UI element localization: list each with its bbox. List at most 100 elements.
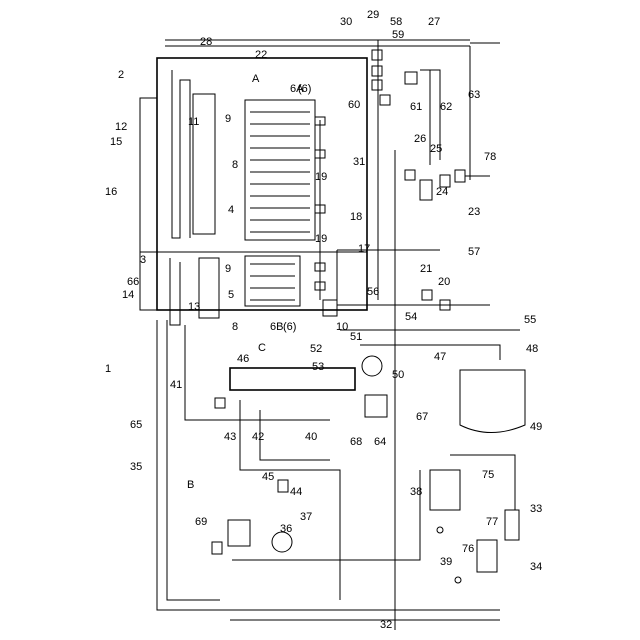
component-64 [365,395,387,417]
manifold-77 [430,470,460,510]
label-32: 32 [380,619,392,631]
label-61: 61 [410,101,422,113]
label-34: 34 [530,561,542,573]
label-54: 54 [405,311,417,323]
label-47: 47 [434,351,446,363]
label-19: 19 [315,171,327,183]
pipes-54-55 [340,330,520,360]
label-77: 77 [486,516,498,528]
label-43: 43 [224,431,236,443]
pipe-38 [232,470,420,560]
component-61 [405,72,417,84]
label-36: 36 [280,523,292,535]
pipe-42 [260,410,330,460]
label-44: 44 [290,486,302,498]
label-6-top: (6) [298,83,311,95]
label-9b: 9 [225,263,231,275]
label-58: 58 [390,16,402,28]
valve-69 [212,542,222,554]
label-49: 49 [530,421,542,433]
tank-49 [460,370,525,433]
label-59: 59 [392,29,404,41]
valve-58 [372,66,382,76]
label-2: 2 [118,69,124,81]
valve-60 [380,95,390,105]
label-24: 24 [436,186,448,198]
label-6B: 6B [270,321,283,333]
pump-36 [272,532,292,552]
label-18: 18 [350,211,362,223]
node-39 [437,527,443,533]
heat-exchanger-11 [193,94,215,234]
label-45: 45 [262,471,274,483]
label-19b: 19 [315,233,327,245]
label-3: 3 [140,254,146,266]
valve-59 [372,80,382,90]
label-37: 37 [300,511,312,523]
label-60: 60 [348,99,360,111]
component-26 [405,170,415,180]
label-48: 48 [526,343,538,355]
label-29: 29 [367,9,379,21]
label-53: 53 [312,361,324,373]
label-78: 78 [484,151,496,163]
label-15: 15 [110,136,122,148]
label-50: 50 [392,369,404,381]
label-20: 20 [438,276,450,288]
label-11: 11 [188,116,199,128]
label-8: 8 [232,159,238,171]
label-35: 35 [130,461,142,473]
label-23: 23 [468,206,480,218]
label-8b: 8 [232,321,238,333]
zone-A: A [252,73,260,85]
label-10: 10 [336,321,348,333]
label-28: 28 [200,36,212,48]
label-1: 1 [105,363,111,375]
heat-exchanger-46 [230,368,355,390]
component-43 [215,398,225,408]
label-27: 27 [428,16,440,28]
label-63: 63 [468,89,480,101]
label-12: 12 [115,121,127,133]
label-68: 68 [350,436,362,448]
label-66: 66 [127,276,139,288]
label-16: 16 [105,186,117,198]
zone-B: B [187,479,194,491]
tank-37 [228,520,250,546]
valve-29 [372,50,382,60]
label-4: 4 [228,204,234,216]
pump-50 [362,356,382,376]
label-9: 9 [225,113,231,125]
label-22: 22 [255,49,267,61]
label-26: 26 [414,133,426,145]
label-21: 21 [420,263,432,275]
label-42: 42 [252,431,264,443]
label-40: 40 [305,431,317,443]
label-14: 14 [122,289,134,301]
label-30: 30 [340,16,352,28]
label-56: 56 [367,286,379,298]
burner-tubes [250,112,310,300]
node-76 [455,577,461,583]
label-51: 51 [350,331,362,343]
heat-exchanger-13 [199,258,219,318]
fan-10 [323,300,337,316]
pipe-32 [230,610,500,620]
label-62: 62 [440,101,452,113]
zone-C: C [258,342,266,354]
label-38: 38 [410,486,422,498]
label-33: 33 [530,503,542,515]
pipe-35-inner [167,320,220,600]
label-25: 25 [430,143,442,155]
component-25 [420,180,432,200]
label-31: 31 [353,156,365,168]
valve-21 [422,290,432,300]
label-39: 39 [440,556,452,568]
label-67: 67 [416,411,428,423]
label-57: 57 [468,246,480,258]
component-23 [455,170,465,182]
label-46: 46 [237,353,249,365]
label-55: 55 [524,314,536,326]
